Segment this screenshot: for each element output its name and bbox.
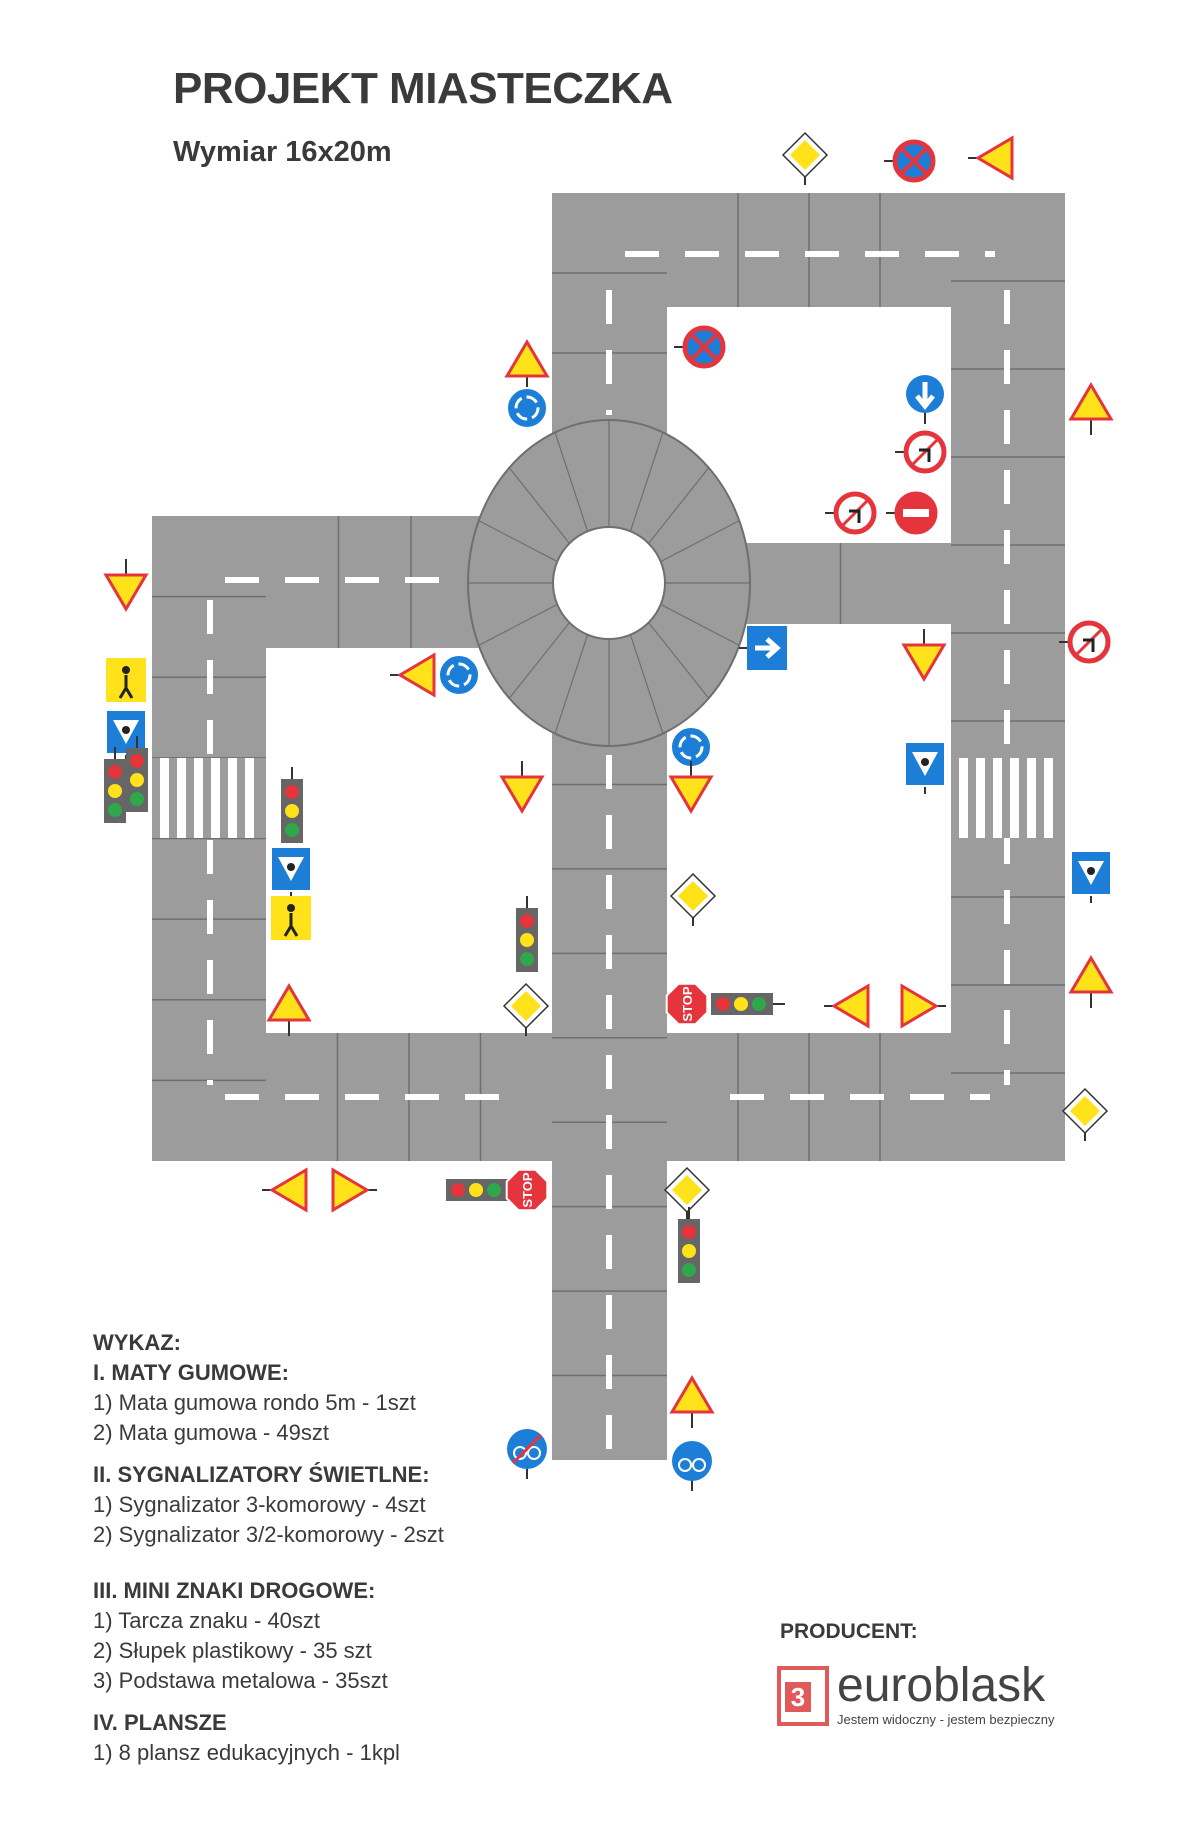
one-way-sign [739,626,787,670]
traffic-light [126,736,148,812]
mandatory-direction-sign [906,375,944,424]
section-title: III. MINI ZNAKI DROGOWE: [93,1578,376,1603]
traffic-light [516,896,538,972]
traffic-light [104,747,126,823]
roundabout-sign [438,654,480,696]
page-title: PROJEKT MIASTECZKA [173,64,673,113]
section-title: I. MATY GUMOWE: [93,1360,289,1385]
stop-sign-text: STOP [680,986,695,1021]
logo-mark: 3 [777,1666,829,1726]
stop-sign: STOP [665,982,709,1026]
road-markings [152,251,1065,1450]
lamp [682,1263,696,1277]
stop-sign: STOP [505,1168,549,1212]
lamp [108,803,122,817]
traffic-light-warning-sign [499,761,545,814]
priority-road-sign [669,872,717,926]
bicycle-path-end-sign [507,1429,547,1479]
lamp [487,1183,501,1197]
pedestrian-crossing-sign [904,741,946,794]
lamp [130,792,144,806]
list-item: 3) Podstawa metalowa - 35szt [93,1668,388,1693]
list-item: 1) Mata gumowa rondo 5m - 1szt [93,1390,416,1415]
lamp [734,997,748,1011]
roundabout-island [552,526,666,640]
traffic-light-warning-sign [103,559,149,612]
yield-sign [668,761,714,814]
lamp [285,785,299,799]
priority-road-sign [1061,1087,1109,1141]
lamp [108,784,122,798]
lamp [285,823,299,837]
lamp [130,754,144,768]
list-item: 2) Sygnalizator 3/2-komorowy - 2szt [93,1522,444,1547]
lamp [752,997,766,1011]
priority-road-sign [663,1166,711,1220]
page-subtitle: Wymiar 16x20m [173,136,392,168]
roundabout-sign [506,387,548,429]
traffic-light [678,1207,700,1283]
traffic-signs: STOP STOP [103,131,1114,1491]
yield-sign [901,629,947,682]
list-heading: WYKAZ: [93,1330,181,1355]
bicycle-path-sign [672,1441,712,1491]
lamp [130,773,144,787]
traffic-light-warning-sign [669,1375,715,1428]
traffic-light [446,1179,520,1201]
lamp [520,952,534,966]
list-item: 2) Mata gumowa - 49szt [93,1420,329,1445]
pedestrian-crossing-sign [1070,850,1112,903]
lamp [682,1225,696,1239]
pedestrian-crossing-sign [105,709,147,762]
no-turn-sign [895,430,947,474]
roundabout-warning-sign [390,652,436,698]
producer-label: PRODUCENT: [780,1620,918,1643]
pedestrian-warning-sign [1068,955,1114,1008]
warning-sign [900,983,946,1029]
list-item: 1) Tarcza znaku - 40szt [93,1608,321,1633]
no-stopping-sign [674,325,726,369]
lamp [682,1244,696,1258]
lamp [469,1183,483,1197]
list-item: 1) Sygnalizator 3-komorowy - 4szt [93,1492,426,1517]
warning-sign [262,1167,308,1213]
lamp [716,997,730,1011]
stop-sign-text: STOP [520,1172,535,1207]
children-sign [271,896,311,940]
priority-road-sign [502,982,550,1036]
roundabout-sign [670,726,712,768]
brand-tagline: Jestem widoczny - jestem bezpieczny [837,1712,1055,1727]
no-left-turn-sign [1059,620,1111,664]
children-sign [106,658,146,702]
no-stopping-sign [884,139,936,183]
warning-sign [504,339,550,392]
lamp [285,804,299,818]
lamp [108,765,122,779]
traffic-light-warning-sign [331,1167,377,1213]
curve-warning-sign [1068,382,1114,435]
curve-warning-sign [968,135,1014,181]
list-item: 2) Słupek plastikowy - 35 szt [93,1638,372,1663]
lamp [451,1183,465,1197]
priority-road-sign [781,131,829,185]
no-entry-sign [886,491,938,535]
parts-list: WYKAZ: I. MATY GUMOWE: 1) Mata gumowa ro… [93,1328,444,1768]
brand-name: euroblask [837,1659,1046,1712]
lamp [520,933,534,947]
euroblask-logo: 3 euroblask Jestem widoczny - jestem bez… [777,1659,1057,1732]
no-bicycles-sign [825,491,877,535]
traffic-light-warning-sign [824,983,870,1029]
traffic-light [281,767,303,843]
section-title: II. SYGNALIZATORY ŚWIETLNE: [93,1462,430,1487]
traffic-light [711,993,785,1015]
lamp [520,914,534,928]
traffic-light-warning-sign [266,983,312,1036]
list-item: 1) 8 plansz edukacyjnych - 1kpl [93,1740,400,1765]
pedestrian-crossing-sign [270,846,312,899]
town-map: STOP STOP [103,131,1114,1491]
section-title: IV. PLANSZE [93,1710,227,1735]
